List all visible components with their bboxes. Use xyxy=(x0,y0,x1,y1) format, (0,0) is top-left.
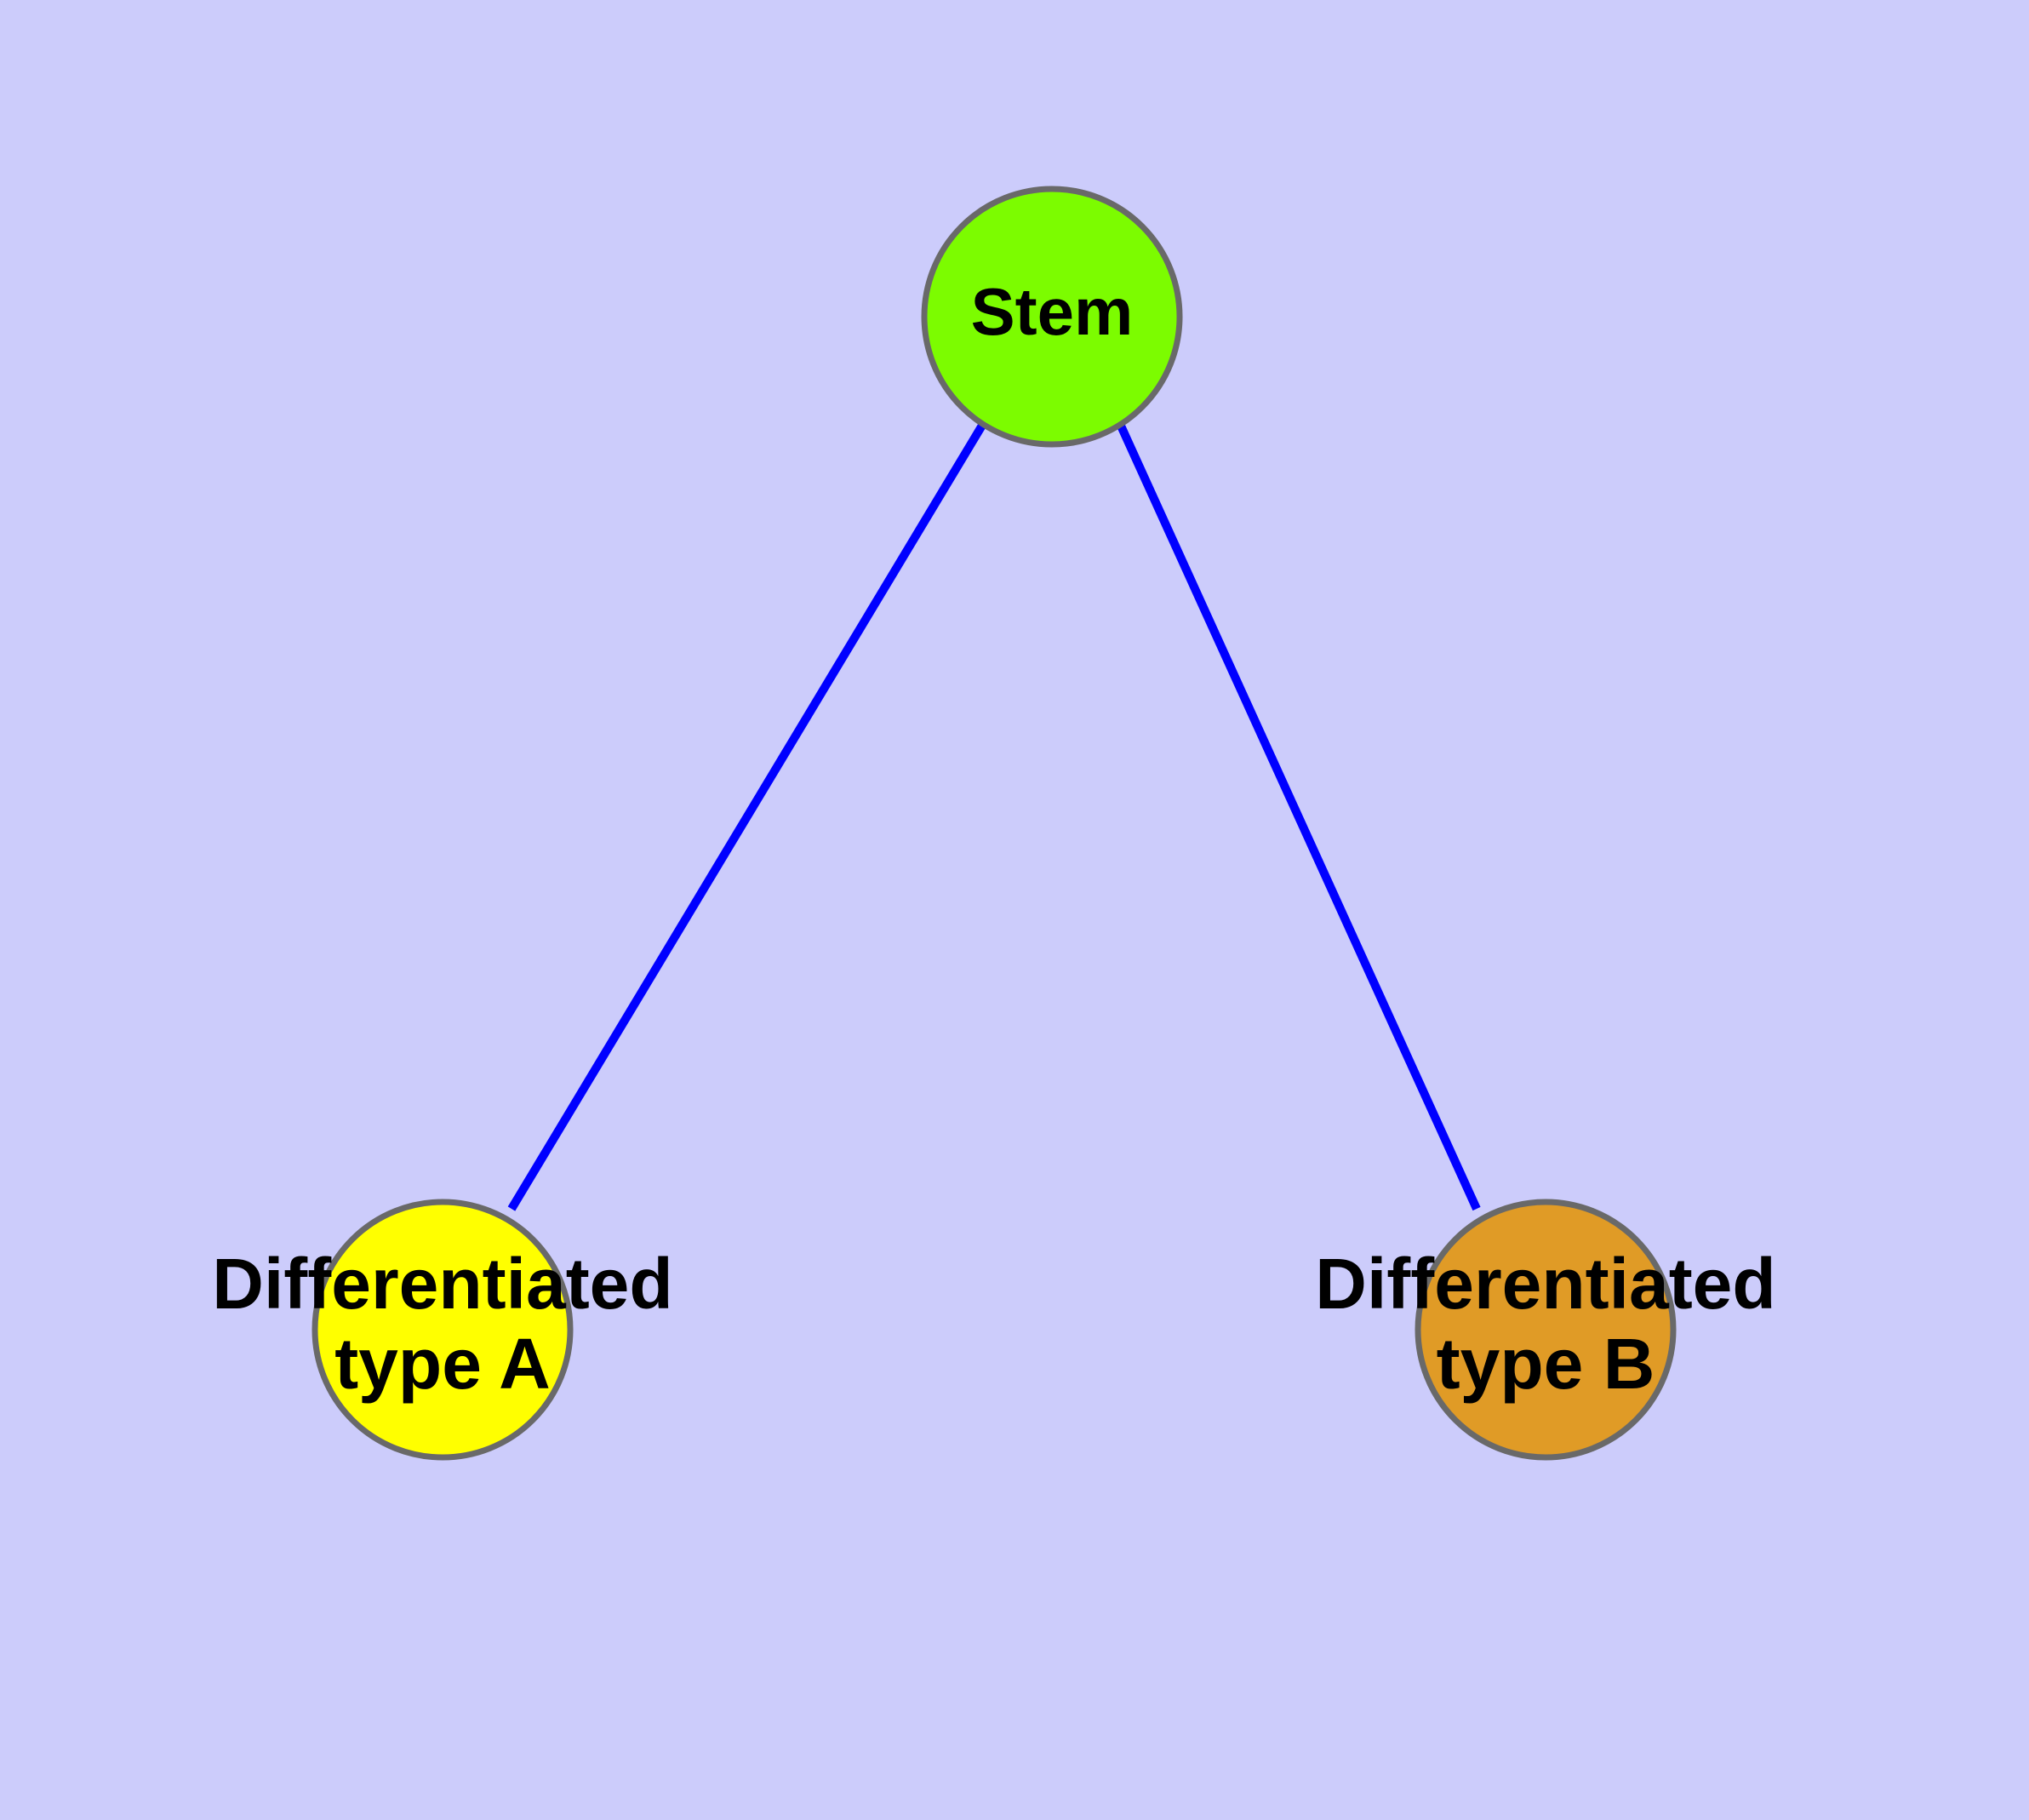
label-line: type B xyxy=(1437,1324,1655,1404)
label-line: type A xyxy=(334,1324,551,1404)
label-line: Differentiated xyxy=(1315,1244,1775,1324)
edge-stem-to-differentiated-type-a[interactable] xyxy=(507,421,987,1211)
node-differentiated-type-a-circle[interactable] xyxy=(311,1199,574,1461)
node-stem-label: Stem xyxy=(971,274,1134,349)
edge-layer xyxy=(507,421,1481,1211)
node-differentiated-type-b-circle[interactable] xyxy=(1415,1199,1677,1461)
node-stem-circle[interactable] xyxy=(921,186,1183,448)
node-differentiated-type-b[interactable] xyxy=(1415,1199,1677,1461)
node-stem[interactable] xyxy=(921,186,1183,448)
label-line: Differentiated xyxy=(212,1244,672,1324)
edge-stem-to-differentiated-type-b[interactable] xyxy=(1116,421,1481,1211)
node-layer xyxy=(311,186,1677,1461)
label-line: Stem xyxy=(971,274,1134,349)
node-differentiated-type-a[interactable] xyxy=(311,1199,574,1461)
